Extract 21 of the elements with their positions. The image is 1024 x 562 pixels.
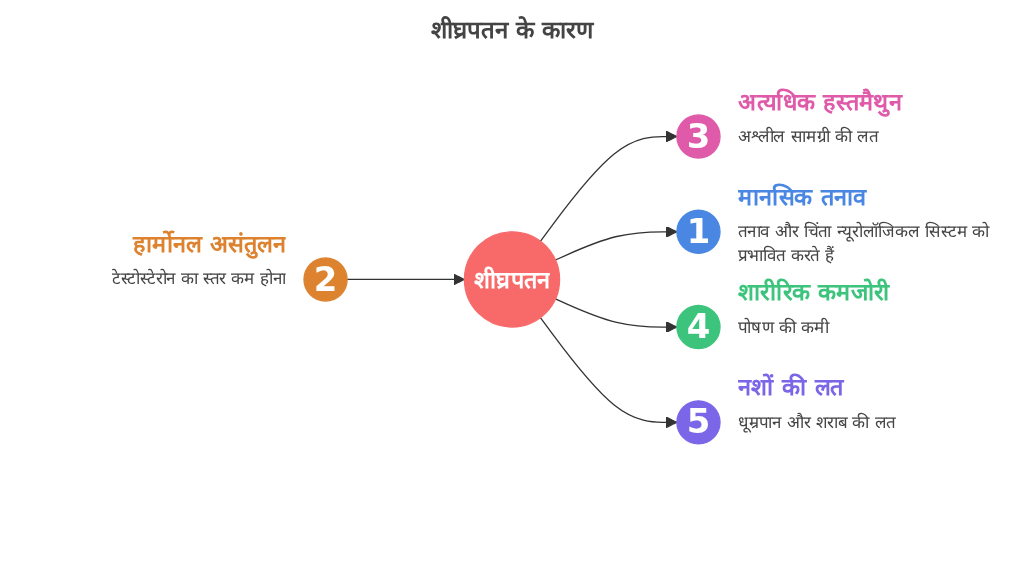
cause-heading: मानसिक तनाव: [738, 181, 868, 211]
node-circle: 1: [676, 209, 721, 255]
arrow: [539, 317, 678, 429]
arrow: [539, 130, 678, 242]
node-circle: 3: [676, 114, 721, 159]
cause-description: पोषण की कमी: [738, 315, 831, 338]
cause-heading: नशों की लत: [738, 371, 845, 402]
arrow: [554, 226, 678, 261]
cause-heading: हार्मोनल असंतुलन: [131, 228, 286, 259]
node-circle: 2: [303, 257, 348, 302]
node-circle: 5: [676, 400, 721, 445]
cause-heading: अत्यधिक हस्तमैथुन: [738, 86, 904, 116]
node-circle: शीघ्रपतन: [463, 231, 561, 328]
cause-description: अश्लील सामग्री की लत: [738, 125, 880, 147]
arrow: [554, 298, 678, 333]
cause-description: तनाव और चिंता न्यूरोलॉजिकल सिस्टम को प्रभावित करते हैं: [738, 220, 991, 266]
node-circle: 4: [676, 304, 721, 350]
diagram-title: शीघ्रपतन के कारण: [429, 15, 595, 45]
cause-description: धूम्रपान और शराब की लत: [738, 410, 897, 433]
cause-heading: शारीरिक कमजोरी: [738, 276, 891, 307]
cause-description: टेस्टोस्टेरोन का स्तर कम होना: [110, 267, 286, 290]
